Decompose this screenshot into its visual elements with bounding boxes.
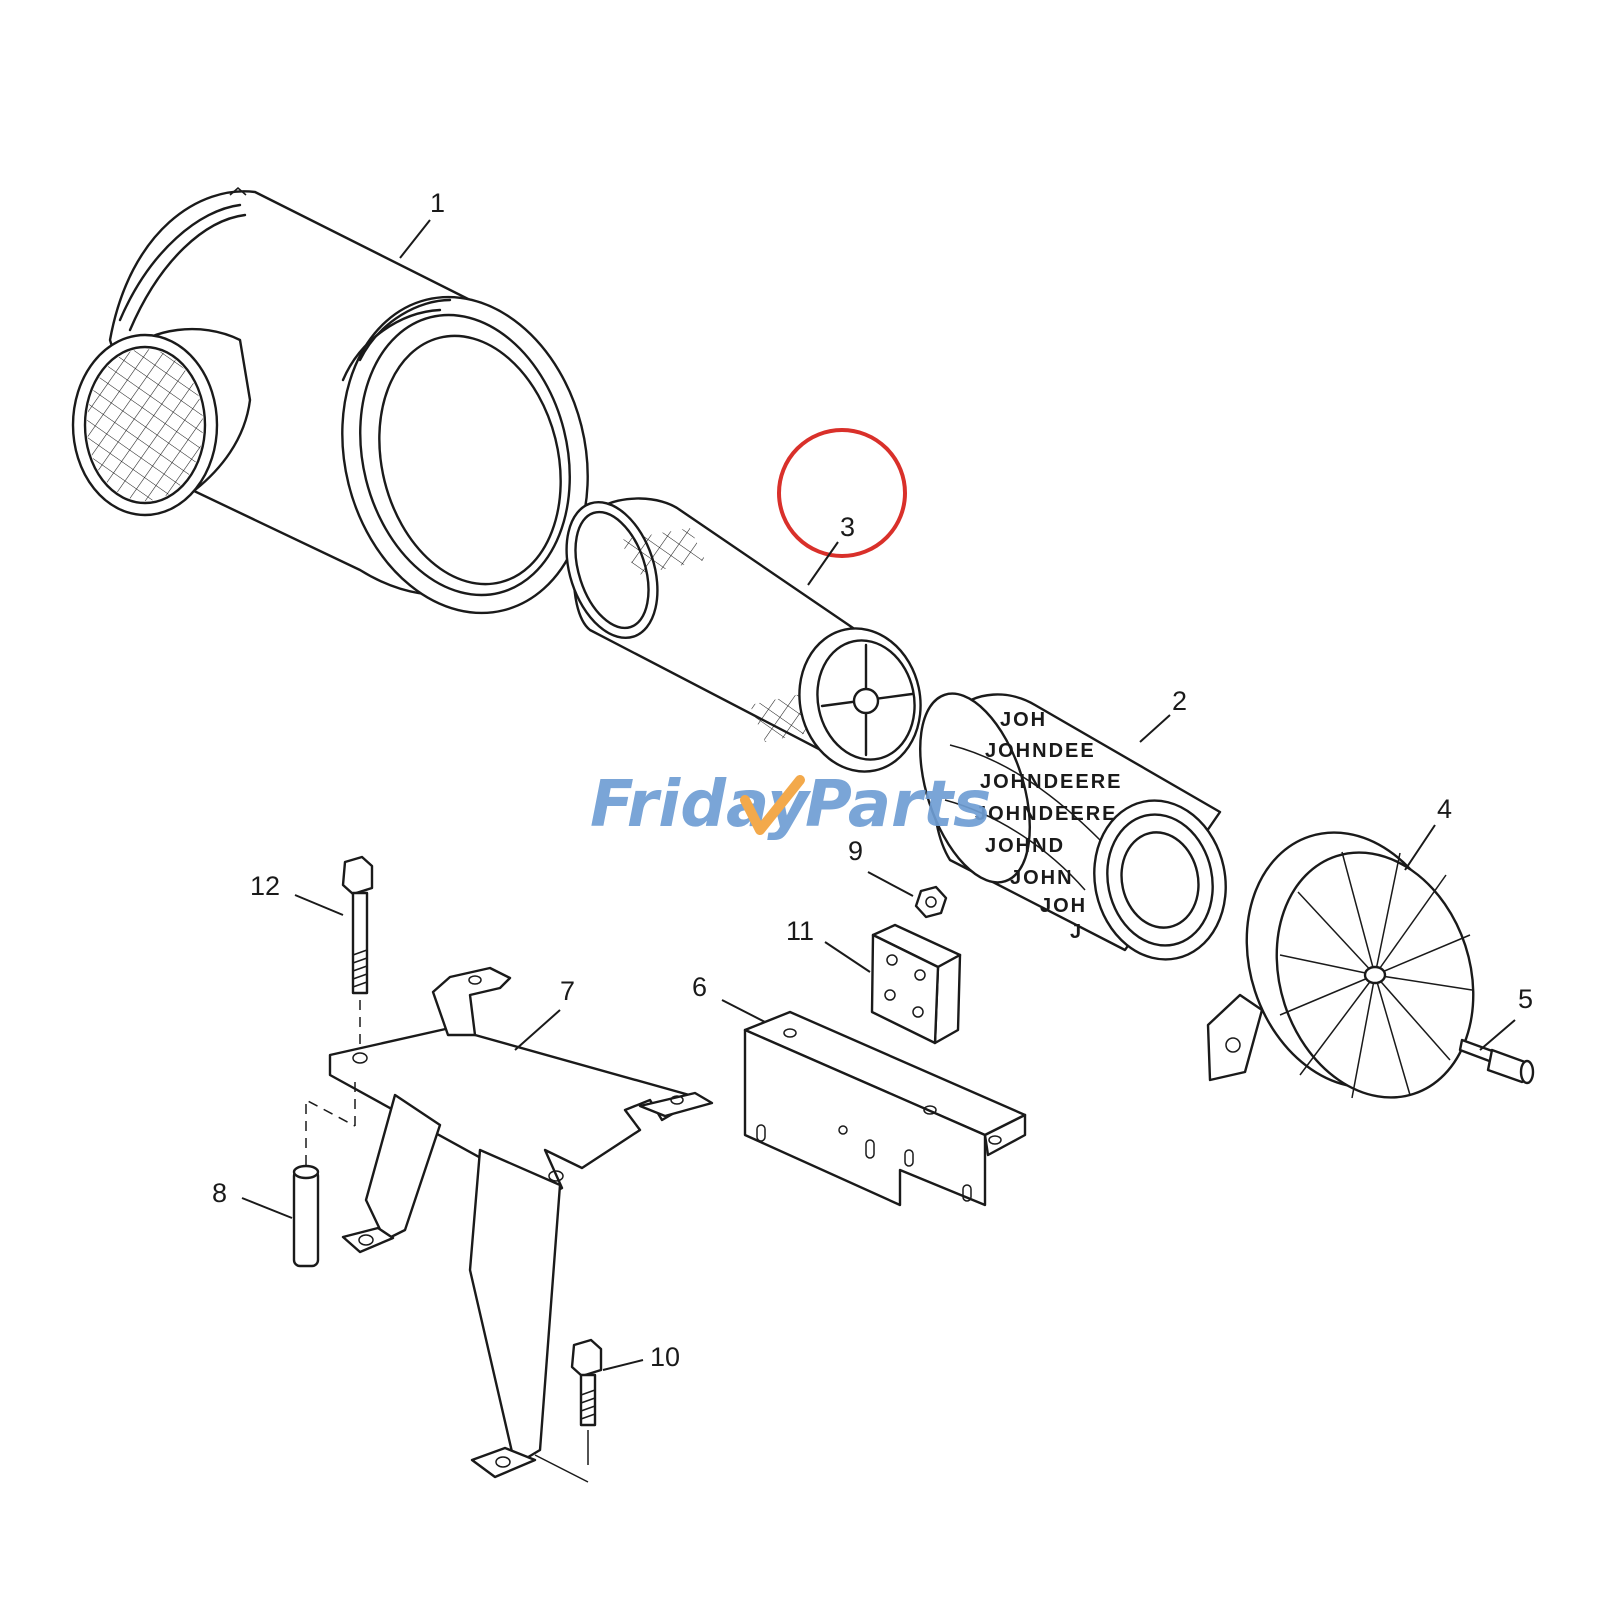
filter-print-line: JOHND	[985, 835, 1065, 857]
callout-1: 1	[430, 188, 445, 218]
callout-9: 9	[848, 836, 863, 866]
filter-brand-print: JOH JOHNDEE JOHNDEERE JOHNDEERE JOHND JO…	[975, 709, 1122, 943]
part-7-mount-bracket	[328, 966, 714, 1479]
callout-11: 11	[786, 916, 814, 946]
part-1-housing	[71, 187, 589, 615]
callout-12: 12	[250, 871, 280, 901]
part-12-long-bolt	[341, 855, 374, 1050]
callout-6: 6	[692, 972, 707, 1002]
part-10-short-bolt	[534, 1338, 603, 1483]
filter-print-line: JOH	[1040, 895, 1087, 917]
filter-print-line: J	[1070, 921, 1083, 943]
callout-4: 4	[1437, 794, 1452, 824]
callout-labels: 1 2 3 4 5 6 7 8 9 10 11 12	[212, 188, 1533, 1372]
callout-2: 2	[1172, 686, 1187, 716]
filter-print-line: JOHN	[1010, 867, 1074, 889]
callout-7: 7	[560, 976, 575, 1006]
leader-lines	[241, 219, 1516, 1371]
watermark-check-icon	[740, 775, 805, 835]
callout-10: 10	[650, 1342, 680, 1372]
callout-5: 5	[1518, 984, 1533, 1014]
callout-8: 8	[212, 1178, 227, 1208]
part-5-fastener	[1458, 1038, 1535, 1085]
vane-spokes	[1279, 851, 1473, 1099]
part-2-primary-filter: JOH JOHNDEE JOHNDEERE JOHNDEERE JOHND JO…	[919, 692, 1227, 961]
part-3-secondary-filter	[565, 497, 922, 773]
part-4-end-cover	[1206, 831, 1475, 1099]
filter-print-line: JOHNDEERE	[975, 803, 1117, 825]
watermark-part2: Parts	[805, 768, 991, 842]
filter-print-line: JOH	[1000, 709, 1047, 731]
part-9-nut	[914, 885, 948, 919]
callout-3: 3	[840, 512, 855, 542]
fridayparts-watermark: Friday Parts	[590, 768, 991, 842]
filter-print-line: JOHNDEERE	[980, 771, 1122, 793]
filter-print-line: JOHNDEE	[985, 740, 1096, 762]
part-8-spacer	[292, 1075, 356, 1268]
part-6-bracket	[743, 1010, 1027, 1207]
part-11-pad	[870, 923, 962, 1045]
highlight-circle	[777, 428, 907, 558]
